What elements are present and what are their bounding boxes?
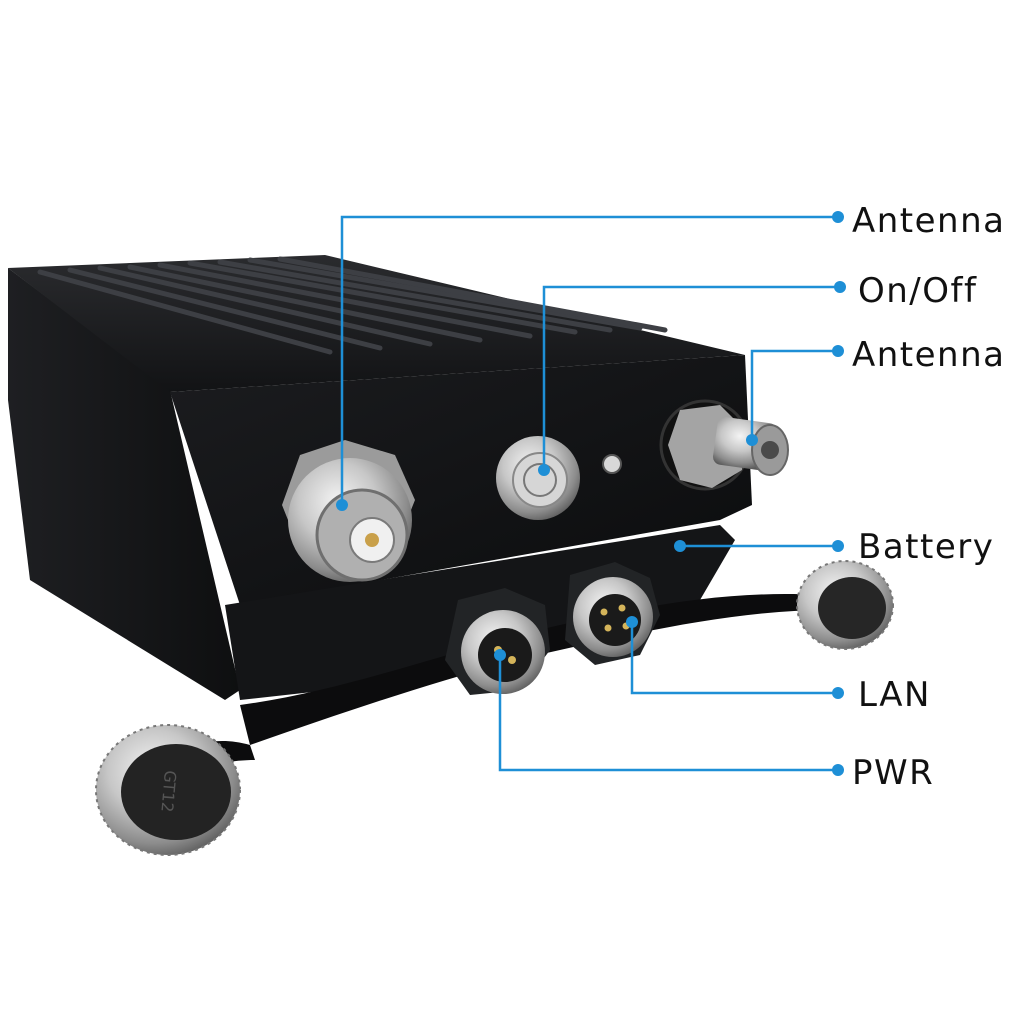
dot-on-off-label: [834, 281, 846, 293]
antenna-connector-right: [659, 399, 789, 491]
dot-battery-label: [832, 540, 844, 552]
device-side-panel: [8, 268, 240, 700]
pwr-pin-2: [508, 656, 516, 664]
leader-antenna-left: [340, 215, 838, 505]
dust-cap-left-face: [121, 744, 231, 840]
lan-pin-1: [600, 608, 608, 616]
leader-pwr: [498, 655, 838, 772]
dot-on-off-end: [538, 464, 550, 476]
dot-antenna-left-end: [336, 499, 348, 511]
dust-cap-right: [796, 560, 894, 650]
heatsink-fins: [37, 256, 668, 355]
antenna-right-socket: [761, 441, 779, 459]
callout-dots: [336, 211, 846, 776]
dust-cap-left-knurl: [95, 724, 241, 856]
pwr-connector: [445, 588, 550, 695]
label-lan: LAN: [858, 675, 931, 715]
dot-pwr-label: [832, 764, 844, 776]
antenna-connector-left: [282, 440, 415, 582]
lan-connector-face: [589, 594, 641, 646]
leader-lan: [630, 622, 838, 695]
label-antenna-left: Antenna: [852, 201, 1006, 241]
led-indicator: [602, 454, 622, 474]
switch-button: [512, 452, 568, 508]
dust-cap-left-marking: GT12: [157, 770, 180, 813]
dot-antenna-left-label: [832, 211, 844, 223]
transmitter-device: [8, 255, 830, 780]
power-switch: [496, 436, 580, 520]
dot-antenna-right-end: [746, 434, 758, 446]
switch-indicator-ring: [523, 463, 557, 497]
leader-antenna-right: [750, 349, 838, 440]
rubber-strap: [240, 594, 830, 745]
dust-cap-right-face: [818, 577, 886, 639]
antenna-left-pin: [365, 533, 379, 547]
dot-antenna-right-label: [832, 345, 844, 357]
dot-lan-end: [626, 616, 638, 628]
lan-pin-2: [618, 604, 626, 612]
dust-cap-right-knurl: [796, 560, 894, 650]
label-pwr: PWR: [852, 753, 935, 793]
lan-connector: [565, 562, 660, 665]
label-on-off: On/Off: [858, 271, 978, 311]
dot-battery-end: [674, 540, 686, 552]
dust-cap-left: GT12: [95, 724, 241, 856]
dot-lan-label: [832, 687, 844, 699]
lan-pin-3: [604, 624, 612, 632]
dot-pwr-end: [494, 649, 506, 661]
label-antenna-right: Antenna: [852, 335, 1006, 375]
leader-on-off: [542, 285, 840, 470]
label-battery: Battery: [858, 527, 995, 567]
callout-lines: [340, 215, 840, 772]
